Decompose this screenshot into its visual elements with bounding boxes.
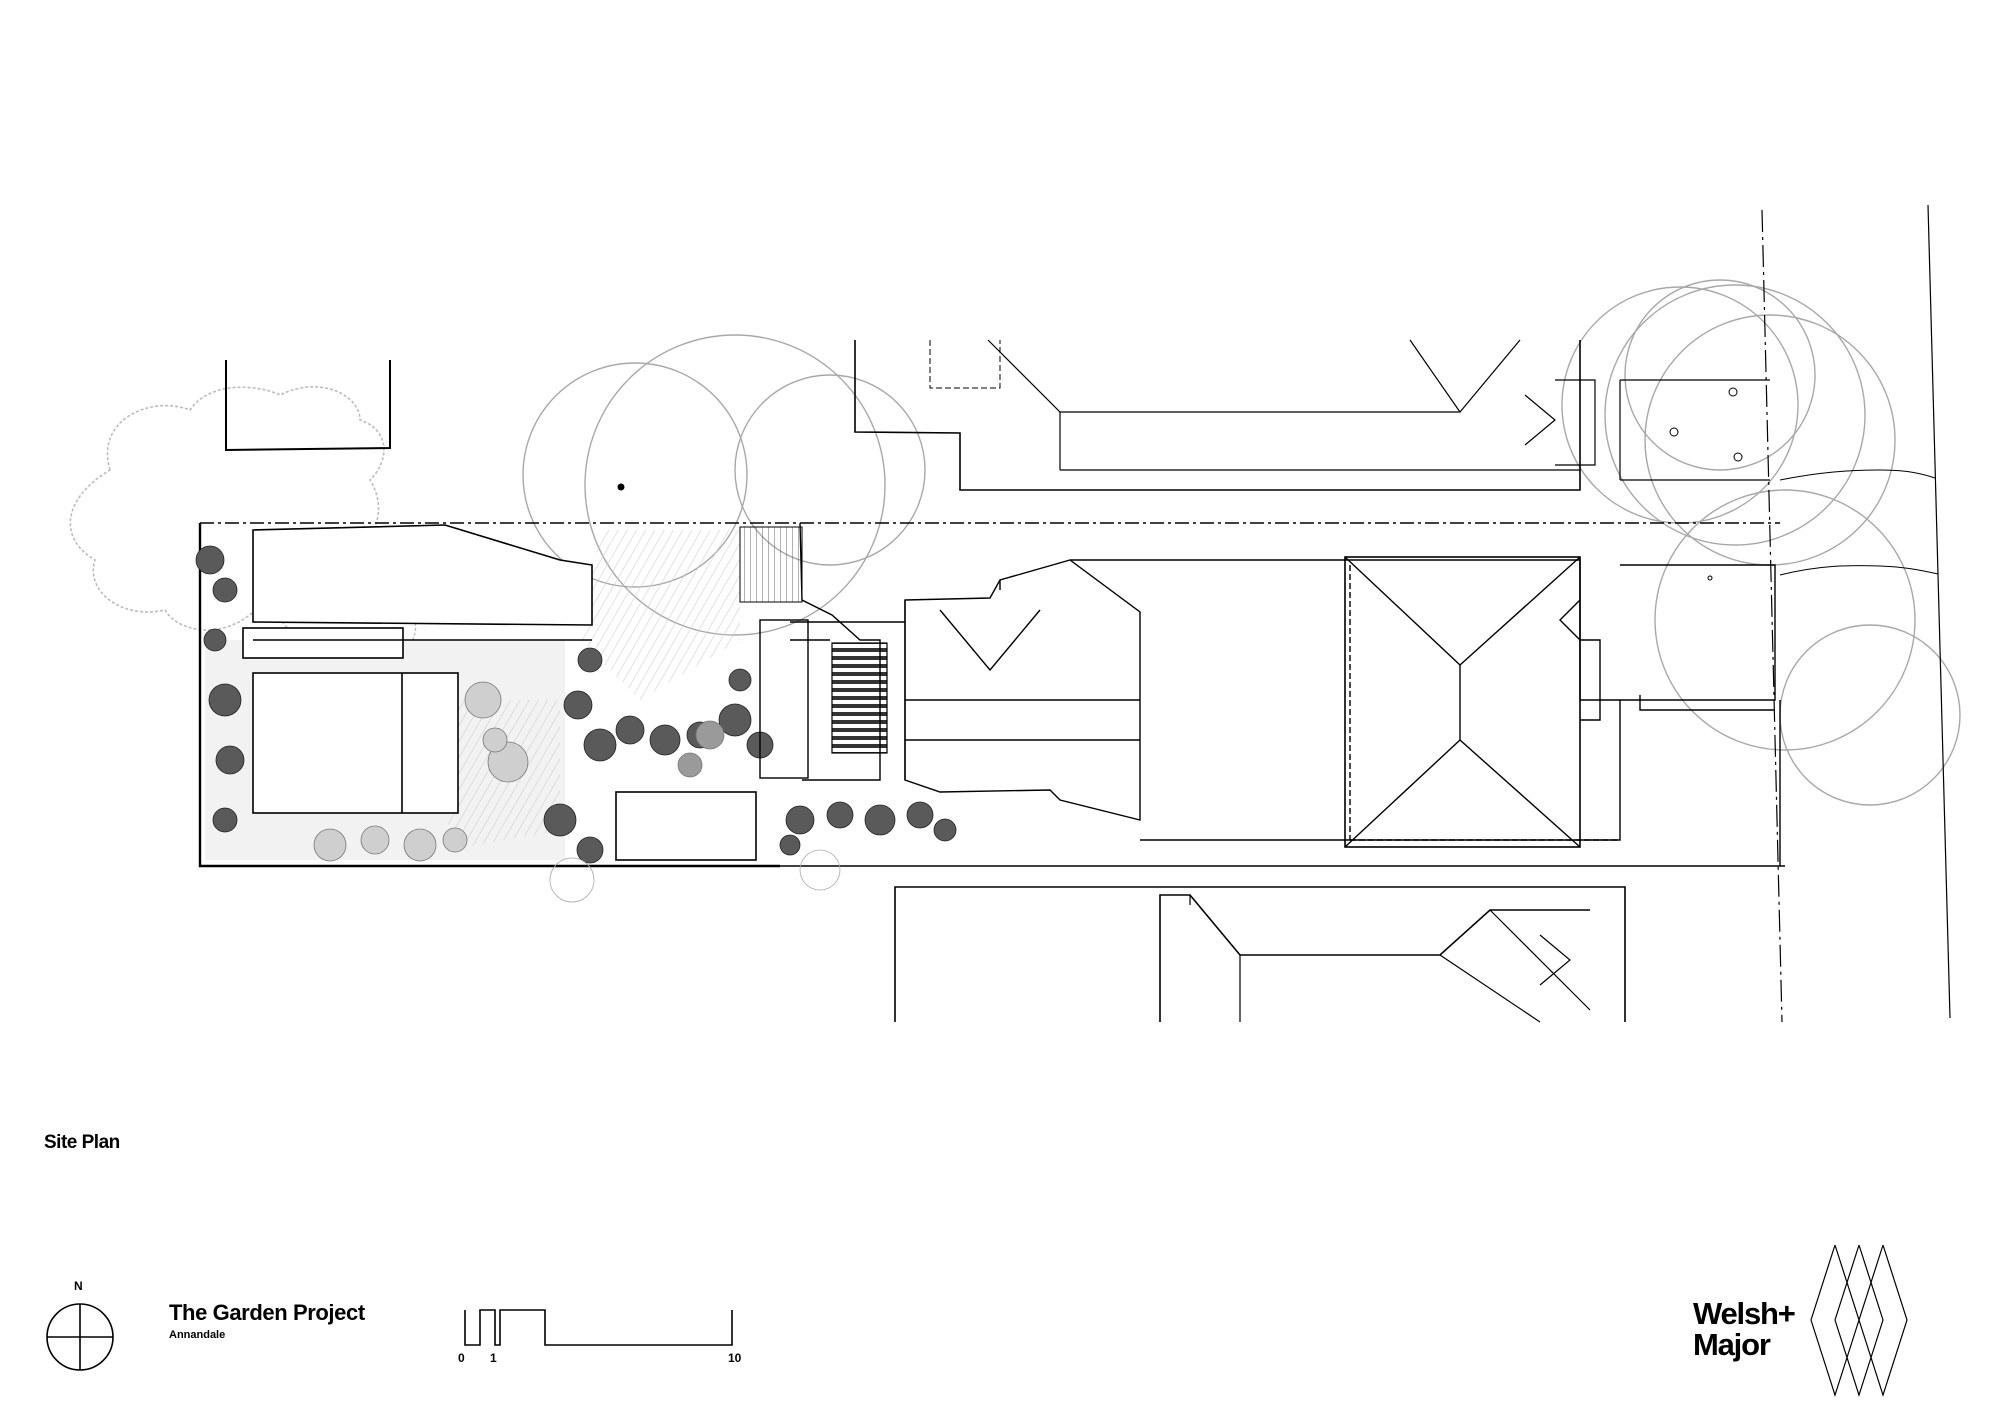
rear-studio <box>242 524 757 861</box>
scale-label-10: 10 <box>728 1351 742 1365</box>
north-arrow-icon <box>46 1303 114 1371</box>
project-location: Annandale <box>169 1329 226 1341</box>
project-title: The Garden Project <box>169 1300 365 1325</box>
tree-trunks <box>617 387 1743 581</box>
neighbour-structure-top-left <box>225 360 391 452</box>
planting-light <box>313 681 841 903</box>
brand-line-2: Major <box>1693 1327 1771 1362</box>
north-label: N <box>74 1279 83 1293</box>
neighbour-lower <box>894 886 1626 1023</box>
drawing-caption: Site Plan <box>44 1132 120 1153</box>
scale-label-1: 1 <box>490 1351 497 1365</box>
entry-stair <box>831 642 888 754</box>
brand-logo: Welsh+ Major <box>1693 1296 1796 1362</box>
scale-bar-icon <box>464 1309 733 1346</box>
main-house <box>759 522 1621 848</box>
deck-hatching <box>739 526 803 603</box>
scale-label-0: 0 <box>458 1351 465 1365</box>
street-frontage <box>1620 204 1951 1023</box>
brand-diamond-icon <box>1810 1244 1908 1397</box>
neighbour-upper <box>854 339 1770 491</box>
brand-line-1: Welsh+ <box>1693 1296 1796 1331</box>
lawn-rays <box>580 530 740 700</box>
site-boundary <box>198 522 1785 868</box>
